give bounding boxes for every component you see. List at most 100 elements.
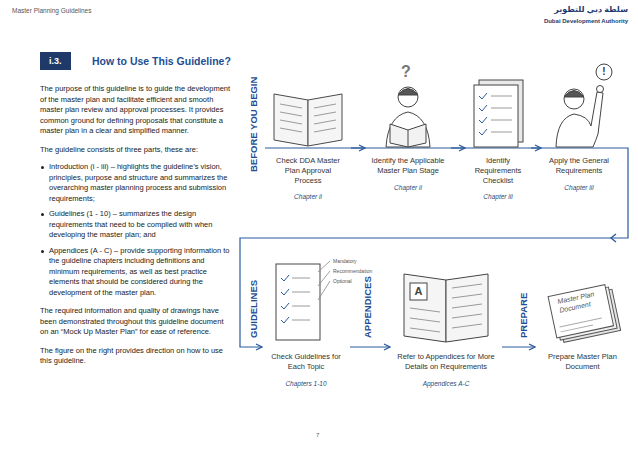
logo-arabic: سلطة دبي للتطوير [554,5,628,15]
reader-icon-part [386,112,430,147]
flow-connector [351,147,365,148]
step-box: Apply the General RequirementsChapter ii… [541,64,617,196]
reader-icon-part [408,130,409,147]
stage-heading: BEFORE YOU BEGIN [248,77,259,172]
document-stack-icon-part [548,285,613,338]
label-slot: PREPARE [518,293,529,338]
flow-connector [502,346,535,347]
bullet-slot: Guidelines (1 - 10) – summarizes the des… [40,209,233,241]
flow-connector [350,346,390,347]
raising-hand-icon-part [596,64,612,80]
label-slot: Mandatory [333,258,357,264]
raising-hand-icon-part [597,86,604,93]
appendix-book-icon-part [410,283,427,300]
raising-hand-icon-part [564,91,584,98]
book-icon-part [280,104,336,132]
label-slot: سلطة دبي للتطوير [554,5,628,15]
raising-hand-icon-part [564,89,584,109]
book-icon-part [274,94,308,146]
chapter-reference: Chapter iii [465,192,531,201]
page-number: 7 [316,432,319,439]
section-title: How to Use This Guideline? [92,54,231,68]
logo-english: Dubai Development Authority [544,18,628,25]
label-slot: Master Plan Document [557,288,607,315]
legend-tag: Optional [333,278,352,284]
step-caption: Apply the General Requirements [544,156,614,176]
label-slot: ! [596,65,612,79]
bullet-item: Guidelines (1 - 10) – summarizes the des… [49,209,233,241]
checklist-icon-part [491,96,512,132]
book-icon-part [308,94,342,146]
flow-baseline-part [265,147,617,148]
document-title: Master Plan Document [557,288,607,315]
label-slot: Recommendation [333,268,372,274]
guideline-checklist-icon-part [276,264,320,340]
label-slot: ? [401,62,411,81]
bullet-slot: Appendices (A - C) – provide supporting … [40,246,233,299]
paragraph-slot: The required information and quality of … [40,306,233,338]
label-slot: Optional [333,278,352,284]
body-paragraph: The purpose of this guideline is to guid… [40,84,233,137]
flow-baseline [265,148,617,149]
appendix-letter: A [410,283,427,300]
bullet-item: Introduction (i - iii) – highlights the … [49,162,233,204]
label-slot: Dubai Development Authority [544,18,628,25]
label-slot: BEFORE YOU BEGIN [248,77,259,172]
chapter-reference: Chapter ii [365,183,451,192]
legend-tag: Recommendation [333,268,372,274]
paragraph-slot: The guideline consists of three parts, t… [40,145,233,156]
document-stack-icon-part [560,318,603,332]
chapter-reference: Chapters 1-10 [262,379,350,388]
stage-heading: GUIDELINES [248,280,259,338]
guideline-checklist-icon-part [318,261,330,300]
label-slot: APPENDICES [362,276,373,338]
step-caption: Prepare Master Plan Document [548,352,618,372]
chapter-reference: Chapter ii [265,192,351,201]
reader-icon-part [398,87,418,107]
appendix-book-icon-part [410,284,482,332]
label-slot: GUIDELINES [248,280,259,338]
text-column: The purpose of this guideline is to guid… [40,84,233,367]
guideline-checklist-icon-part [281,275,289,323]
bullet-slot: Introduction (i - iii) – highlights the … [40,162,233,204]
question-mark: ? [401,62,411,81]
reader-icon [386,87,430,147]
paragraph-slot: The figure on the right provides directi… [40,346,233,367]
step-box: Identify the Applicable Master Plan Stag… [365,64,451,196]
chapter-reference: Appendices A-C [390,379,502,388]
reader-icon-part [398,89,418,96]
reader-icon-part [390,124,426,147]
raising-hand-icon [556,64,612,147]
step-box: Prepare Master Plan Document [535,255,630,376]
checklist-icon-part [479,93,487,135]
stage-heading: APPENDICES [362,276,373,338]
chapter-reference: Chapter iii [541,183,617,192]
book-icon [274,94,342,146]
flow-connector [451,147,465,148]
body-paragraph: The required information and quality of … [40,306,233,338]
document-stack-icon [548,283,621,343]
flow-connector [240,148,628,347]
appendix-book-icon [404,274,488,342]
step-box: Check DDA Master Plan Approval ProcessCh… [265,64,351,205]
step-caption: Identify Requirements Checklist [467,156,529,185]
exclamation-mark: ! [596,65,612,79]
body-paragraph: The figure on the right provides directi… [40,346,233,367]
checklist-icon-part [474,85,518,147]
section-number-box: i.3. [40,52,71,70]
checklist-icon [474,80,523,147]
guideline-checklist-icon [276,261,330,340]
step-box: Refer to Appendices for More Details on … [390,255,502,392]
label-slot: 7 [316,432,319,439]
step-caption: Refer to Appendices for More Details on … [396,352,496,372]
paragraph-slot: The purpose of this guideline is to guid… [40,84,233,137]
guideline-checklist-icon-part [292,278,310,320]
running-header: Master Planning Guidelines [12,7,92,15]
legend-tag: Mandatory [333,258,357,264]
body-paragraph: The guideline consists of three parts, t… [40,145,233,156]
step-caption: Check Guidelines for Each Topic [266,352,346,372]
step-caption: Check DDA Master Plan Approval Process [272,156,344,185]
step-caption: Identify the Applicable Master Plan Stag… [371,156,445,176]
